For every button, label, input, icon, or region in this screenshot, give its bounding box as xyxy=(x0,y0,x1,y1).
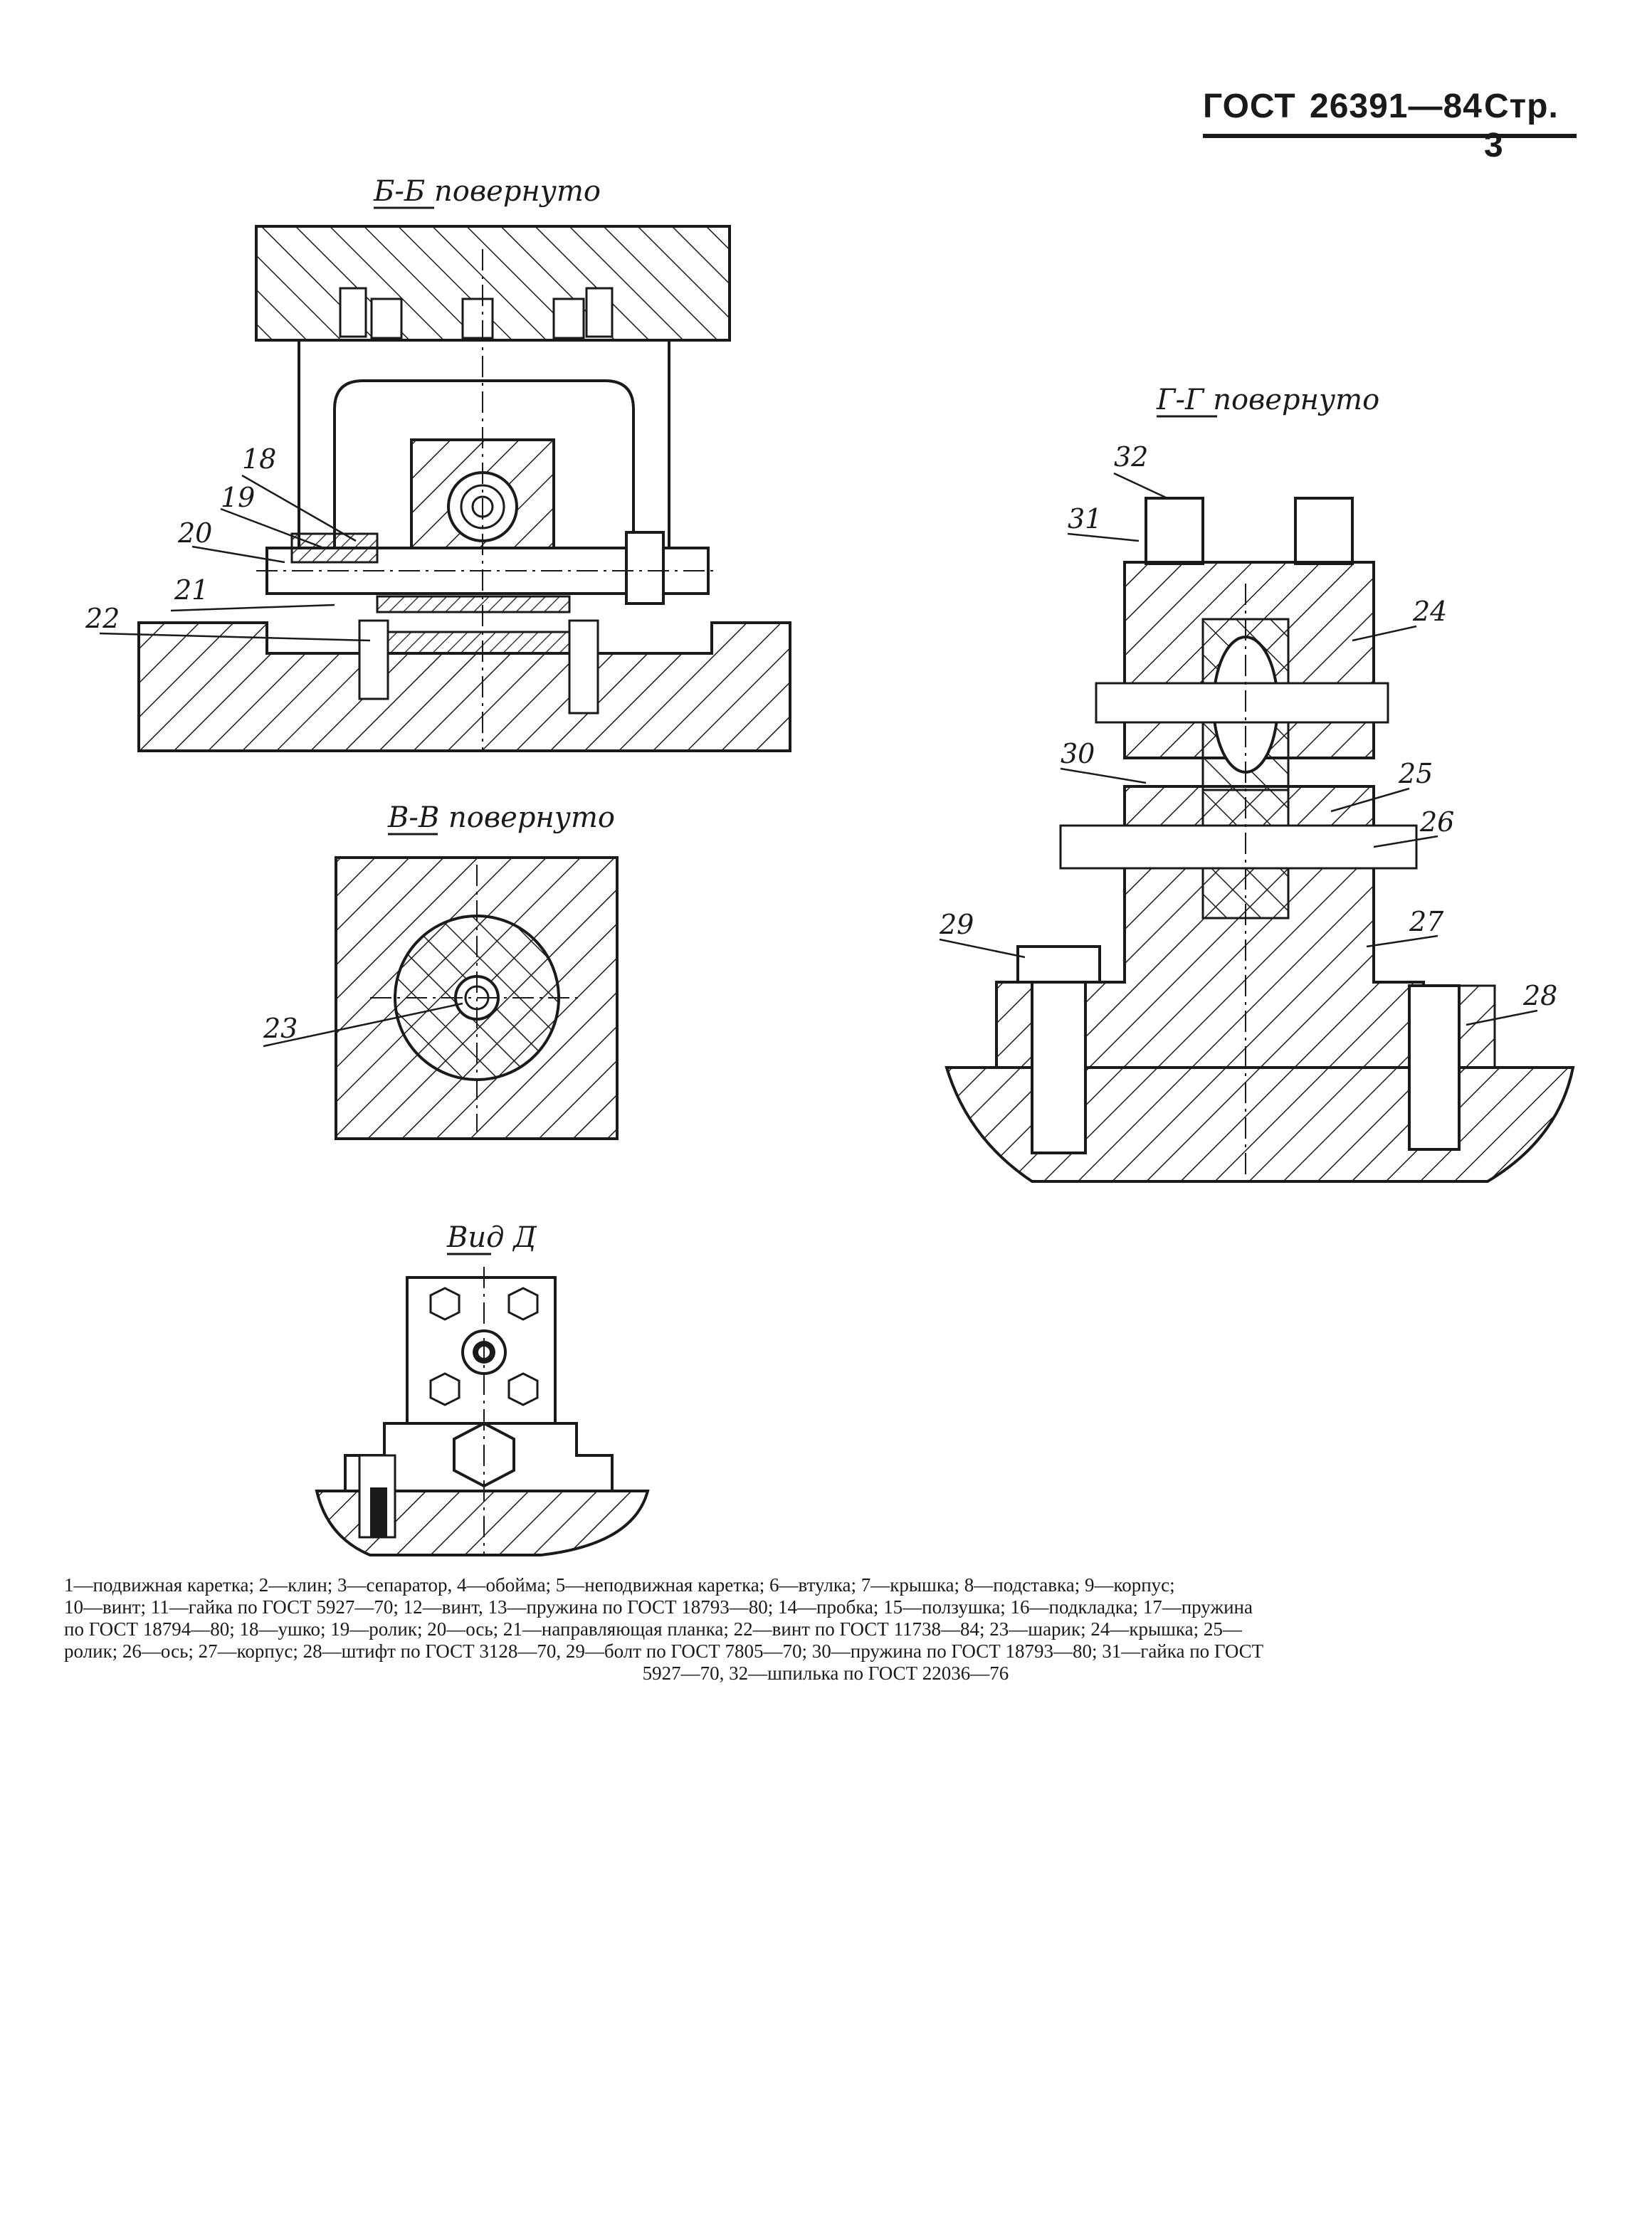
parts-legend: 1—подвижная каретка; 2—клин; 3—сепаратор… xyxy=(64,1574,1587,1685)
callout-31: 31 xyxy=(1068,503,1102,534)
callout-25: 25 xyxy=(1398,758,1433,789)
section-bb-title: Б-Б повернуто xyxy=(373,175,601,208)
legend-line-2: 10—винт; 11—гайка по ГОСТ 5927—70; 12—ви… xyxy=(64,1596,1253,1618)
section-gg-title: Г-Г повернуто xyxy=(1156,384,1379,416)
section-vv-title: В-В повернуто xyxy=(387,801,615,834)
callout-29: 29 xyxy=(939,909,974,940)
callout-21: 21 xyxy=(174,574,209,606)
callout-20: 20 xyxy=(177,517,212,549)
legend-line-1: 1—подвижная каретка; 2—клин; 3—сепаратор… xyxy=(64,1574,1175,1596)
section-gg: Г-Г повернуто xyxy=(939,384,1575,1183)
section-vv: В-В повернуто 23 xyxy=(263,801,619,1140)
section-bb: Б-Б повернуто xyxy=(85,175,791,752)
callout-24: 24 xyxy=(1412,596,1447,627)
legend-line-4: ролик; 26—ось; 27—корпус; 28—штифт по ГО… xyxy=(64,1640,1264,1662)
callout-26: 26 xyxy=(1419,806,1454,838)
view-d-title: Вид Д xyxy=(446,1221,537,1254)
legend-line-3: по ГОСТ 18794—80; 18—ушко; 19—ролик; 20—… xyxy=(64,1618,1242,1640)
callout-28: 28 xyxy=(1522,980,1557,1011)
callout-22: 22 xyxy=(85,603,120,634)
callout-18: 18 xyxy=(242,443,276,475)
page-header: ГОСТ 26391—84 Стр. 3 xyxy=(1203,84,1577,164)
view-d: Вид Д xyxy=(315,1221,650,1556)
callout-19: 19 xyxy=(221,482,255,513)
callout-27: 27 xyxy=(1409,906,1444,937)
standard-number: 26391—84 xyxy=(1310,88,1483,125)
callout-23: 23 xyxy=(263,1013,298,1044)
callout-30: 30 xyxy=(1061,738,1095,769)
legend-line-5: 5927—70, 32—шпилька по ГОСТ 22036—76 xyxy=(642,1663,1009,1684)
standard-label: ГОСТ xyxy=(1203,88,1296,125)
header-rule xyxy=(1203,134,1577,138)
callout-32: 32 xyxy=(1114,441,1148,473)
page-number: Стр. 3 xyxy=(1484,88,1559,164)
